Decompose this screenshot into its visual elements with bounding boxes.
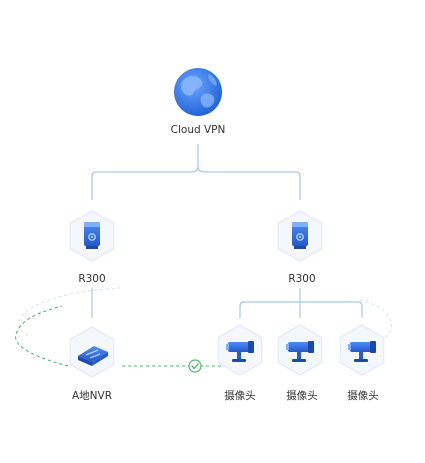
camera-node-1[interactable]: [217, 324, 263, 376]
nvr-node[interactable]: [69, 326, 115, 378]
router-icon: [292, 222, 308, 249]
check-icon: [188, 359, 202, 373]
topology-lines: [91, 144, 363, 318]
camera-icon: [226, 341, 254, 362]
router-right-label: R300: [288, 273, 316, 285]
router-icon: [84, 222, 100, 249]
vpn-tunnel-link: [15, 305, 69, 367]
cloud-vpn-label: Cloud VPN: [170, 124, 226, 136]
camera-node-3[interactable]: [339, 324, 385, 376]
globe-icon: [174, 68, 222, 116]
camera-label-1: 摄像头: [224, 390, 256, 402]
network-ring: [18, 287, 121, 337]
camera-icon: [286, 341, 314, 362]
router-right-node[interactable]: [277, 210, 323, 262]
camera-node-2[interactable]: [277, 324, 323, 376]
camera-label-2: 摄像头: [286, 390, 318, 402]
nvr-icon: [78, 346, 108, 366]
camera-icon: [348, 341, 376, 362]
cloud-vpn-node[interactable]: [174, 68, 222, 116]
router-left-label: R300: [78, 273, 106, 285]
nvr-label: A地NVR: [71, 390, 113, 402]
network-ring: [359, 299, 392, 341]
router-left-node[interactable]: [69, 210, 115, 262]
camera-label-3: 摄像头: [347, 390, 379, 402]
